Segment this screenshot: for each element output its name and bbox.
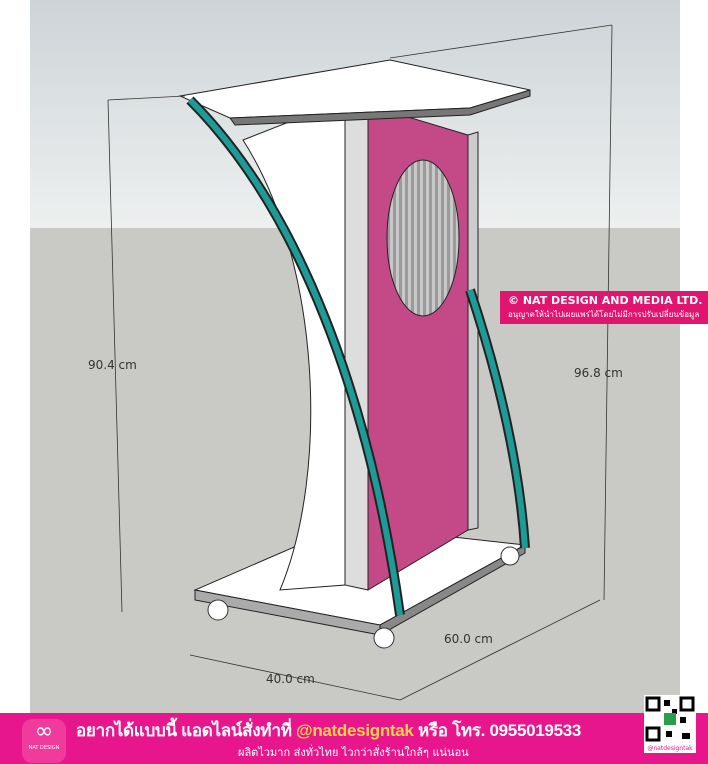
wheel — [373, 627, 395, 649]
banner-subline: ผลิตไวมาก ส่งทั่วไทย ไวกว่าสั่งร้านใกล้ๆ… — [238, 746, 469, 759]
infinity-icon: ∞ — [34, 719, 54, 744]
headline-phone: หรือ โทร. 0955019533 — [413, 721, 582, 740]
banner-headline: อยากได้แบบนี้ แอดไลน์สั่งทำที่ @natdesig… — [76, 717, 581, 744]
logo-text: NAT DESIGN — [28, 745, 60, 751]
promo-banner: ∞ NAT DESIGN อยากได้แบบนี้ แอดไลน์สั่งทำ… — [0, 695, 708, 764]
copyright-badge: © NAT DESIGN AND MEDIA LTD. อนุญาตให้นำไ… — [500, 291, 708, 324]
qr-code[interactable]: @natdesigntak — [644, 695, 696, 753]
oval-mirror — [386, 159, 460, 317]
wheel — [207, 599, 229, 621]
width-label: 40.0 cm — [266, 672, 315, 686]
depth-label: 60.0 cm — [444, 632, 493, 646]
teal-arc-left — [187, 97, 403, 616]
headline-text: อยากได้แบบนี้ แอดไลน์สั่งทำที่ — [76, 721, 297, 740]
wheel — [500, 546, 520, 566]
height-left-label: 90.4 cm — [88, 358, 137, 372]
copyright-title: © NAT DESIGN AND MEDIA LTD. — [508, 294, 703, 307]
copyright-note: อนุญาตให้นำไปเผยแพร่ได้โดยไม่มีการปรับเป… — [508, 310, 700, 319]
qr-caption: @natdesigntak — [647, 745, 693, 752]
line-handle[interactable]: @natdesigntak — [296, 721, 414, 740]
height-right-label: 96.8 cm — [574, 366, 623, 380]
qr-pattern-icon — [645, 696, 695, 742]
brand-logo: ∞ NAT DESIGN — [22, 719, 66, 763]
teal-arc-right — [467, 289, 528, 549]
